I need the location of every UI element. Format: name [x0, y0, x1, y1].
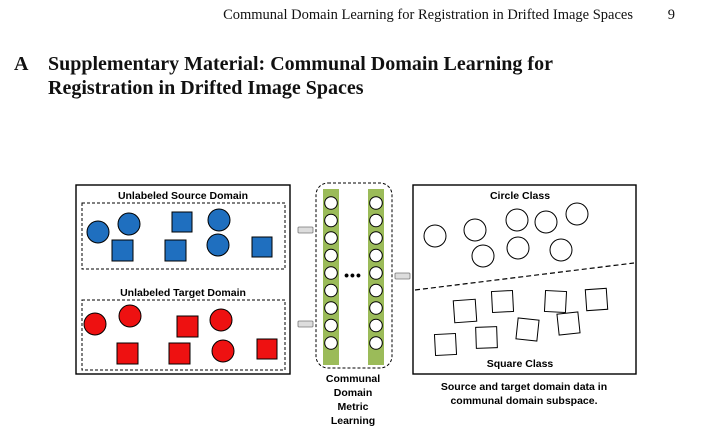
source-circle: [207, 208, 231, 232]
network-node: [324, 196, 338, 210]
network-node: [324, 266, 338, 280]
network-container: [315, 182, 393, 369]
target-domain-label: Unlabeled Target Domain: [120, 287, 246, 299]
network-node: [324, 283, 338, 298]
connector-target: [297, 320, 314, 328]
target-square: [256, 338, 278, 360]
network-node: [324, 336, 338, 350]
class-circle: [549, 238, 573, 262]
source-domain-box: [81, 202, 286, 270]
source-square: [164, 239, 187, 262]
connector-source: [297, 226, 314, 234]
class-circle: [471, 244, 495, 268]
square-class-label: Square Class: [487, 358, 554, 370]
class-circle: [534, 210, 558, 234]
section-letter: A: [14, 53, 29, 75]
network-node: [324, 213, 338, 228]
class-circle: [565, 202, 589, 226]
target-square: [116, 342, 139, 365]
class-square: [543, 289, 568, 314]
network-node: [369, 336, 383, 350]
network-node: [369, 318, 383, 333]
network-node: [369, 196, 383, 210]
network-label-line-3: Metric: [338, 401, 369, 413]
network-label-line-2: Domain: [334, 387, 373, 399]
section-title: Supplementary Material: Communal Domain …: [48, 52, 688, 100]
source-square: [251, 236, 273, 258]
target-square: [168, 342, 191, 365]
class-square: [452, 298, 478, 324]
source-circle: [86, 220, 110, 244]
class-square: [490, 289, 515, 314]
network-node: [369, 301, 383, 315]
class-square: [515, 317, 540, 342]
network-ellipsis: •••: [344, 267, 362, 283]
network-node: [369, 213, 383, 228]
network-node: [369, 248, 383, 263]
class-circle: [423, 224, 447, 248]
target-square: [176, 315, 199, 338]
circle-class-label: Circle Class: [490, 190, 550, 202]
section-title-line-1: Supplementary Material: Communal Domain …: [48, 53, 553, 75]
class-square: [556, 311, 581, 336]
network-label-line-1: Communal: [326, 373, 380, 385]
network-label-line-4: Learning: [331, 415, 375, 427]
target-domain-box: [81, 299, 286, 371]
running-head: Communal Domain Learning for Registratio…: [0, 7, 704, 27]
network-node: [369, 283, 383, 298]
page-number: 9: [667, 7, 675, 23]
source-square: [111, 239, 134, 262]
class-separator: [414, 262, 635, 291]
class-circle: [463, 218, 487, 242]
right-caption-line-1: Source and target domain data in: [441, 381, 607, 393]
right-caption-line-2: communal domain subspace.: [450, 395, 597, 407]
network-node: [369, 266, 383, 280]
running-title: Communal Domain Learning for Registratio…: [223, 7, 633, 23]
connector-output: [394, 272, 411, 280]
source-circle: [117, 212, 141, 236]
target-circle: [118, 304, 142, 328]
target-circle: [209, 308, 233, 332]
class-circle: [506, 236, 530, 260]
section-title-line-2: Registration in Drifted Image Spaces: [48, 77, 364, 99]
network-nodes: [324, 196, 383, 350]
target-circle: [83, 312, 107, 336]
target-circle: [211, 339, 235, 363]
network-node: [324, 318, 338, 333]
network-node: [324, 248, 338, 263]
class-square: [475, 326, 498, 349]
network-node: [324, 231, 338, 245]
right-panel-shapes: [423, 202, 609, 357]
source-square: [171, 211, 193, 233]
network-node: [324, 301, 338, 315]
class-square: [584, 287, 609, 312]
source-domain-label: Unlabeled Source Domain: [118, 190, 248, 202]
class-square: [433, 332, 458, 357]
left-panel-shapes: [83, 208, 278, 365]
class-circle: [505, 208, 529, 232]
network-node: [369, 231, 383, 245]
source-circle: [206, 233, 230, 257]
